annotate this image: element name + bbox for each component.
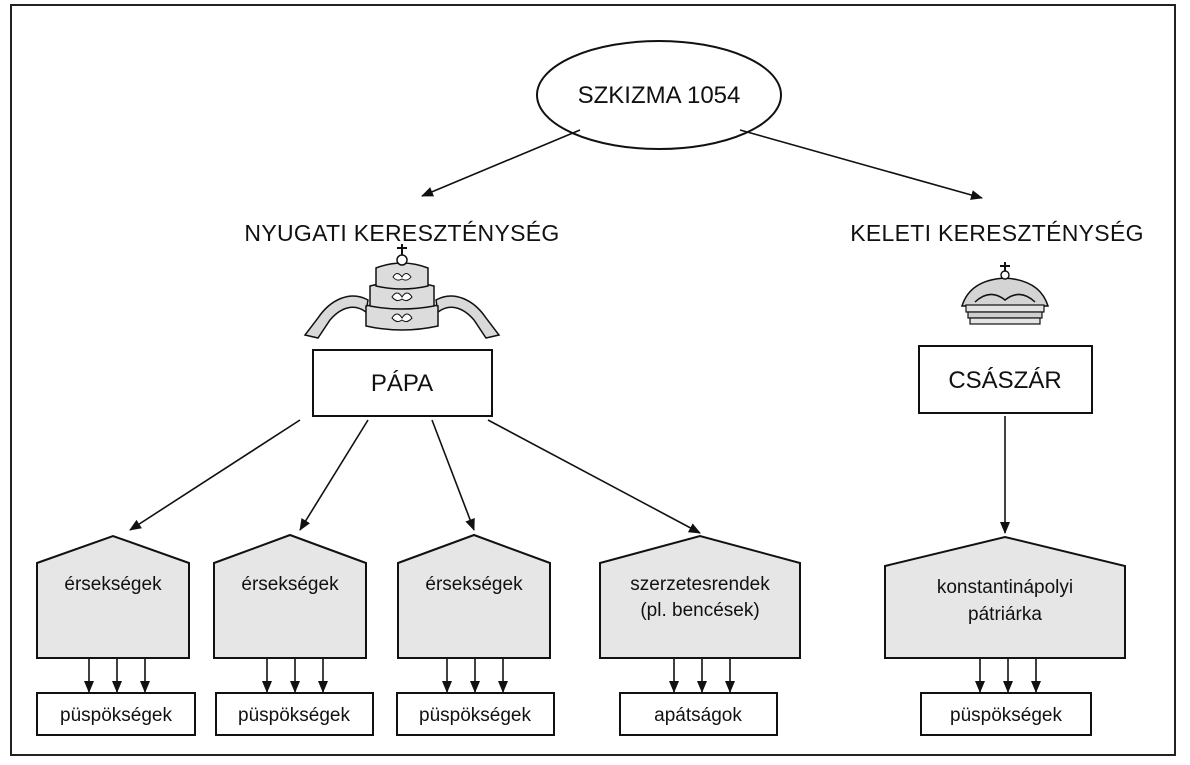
archdioceses-label: érsekségek [425,574,523,595]
pope-box [312,349,493,417]
arrow-pope-to-monastic-orders [487,419,701,534]
pope-label: PÁPA [371,370,433,397]
arrow-pope-to-archdioceses-2 [299,419,369,531]
archdioceses-label: érsekségek [64,574,162,595]
patriarch-label-line1: konstantinápolyi [937,577,1073,598]
eastern-heading: KELETI KERESZTÉNYSÉG [850,220,1144,246]
monastic-orders-label-line2: (pl. bencések) [640,600,759,621]
emperor-label: CSÁSZÁR [948,367,1061,394]
bishoprics-label: püspökségek [238,705,350,726]
bishoprics-box-2 [215,692,374,736]
archdioceses-node-3: érsekségek [397,533,551,693]
schism-label: SZKIZMA 1054 [578,82,741,109]
patriarch-label-line2: pátriárka [968,604,1042,625]
bishoprics-box-east [920,692,1092,736]
emperor-box [918,345,1093,414]
patriarch-node: konstantinápolyi pátriárka [884,535,1126,693]
arrow-pope-to-archdioceses-3 [431,419,475,531]
monastic-orders-label-line1: szerzetesrendek [630,574,770,595]
diagram-frame [10,4,1176,756]
arrow-to-eastern [739,129,983,200]
bishoprics-label: püspökségek [60,705,172,726]
imperial-crown-icon [960,262,1050,325]
western-heading: NYUGATI KERESZTÉNYSÉG [244,220,559,246]
arrow-to-western [421,129,581,197]
papal-tiara-icon [303,244,501,339]
monastic-orders-node: szerzetesrendek (pl. bencések) [599,534,801,693]
archdioceses-node-1: érsekségek [36,534,190,693]
archdioceses-label: érsekségek [241,574,339,595]
bishoprics-box-1 [36,692,196,736]
abbeys-box [619,692,778,736]
schism-ellipse [536,40,782,150]
bishoprics-box-3 [396,692,555,736]
bishoprics-label: püspökségek [419,705,531,726]
abbeys-label: apátságok [654,705,742,726]
bishoprics-label: püspökségek [950,705,1062,726]
arrow-pope-to-archdioceses-1 [129,419,301,531]
archdioceses-node-2: érsekségek [213,533,367,693]
